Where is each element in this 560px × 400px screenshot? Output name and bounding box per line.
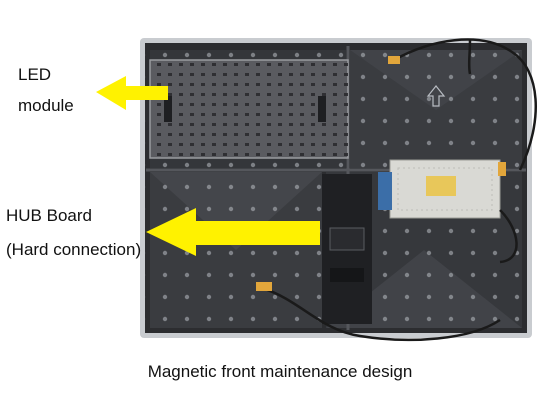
yellow-arrow-icon xyxy=(146,208,320,256)
caption: Magnetic front maintenance design xyxy=(147,362,413,381)
hub-label-line2: (Hard connection) xyxy=(6,240,142,259)
hub-label-line1: HUB Board xyxy=(6,206,92,225)
led-label-line2: module xyxy=(18,96,74,115)
yellow-arrow-icon xyxy=(96,76,168,110)
power-supply xyxy=(378,159,501,219)
up-arrow-icon xyxy=(426,85,446,107)
hub-board xyxy=(322,174,372,324)
led-label-line1: LED xyxy=(18,65,52,84)
cable-connectors xyxy=(256,56,506,291)
led-module-panel xyxy=(149,59,349,159)
power-cables xyxy=(261,38,537,342)
